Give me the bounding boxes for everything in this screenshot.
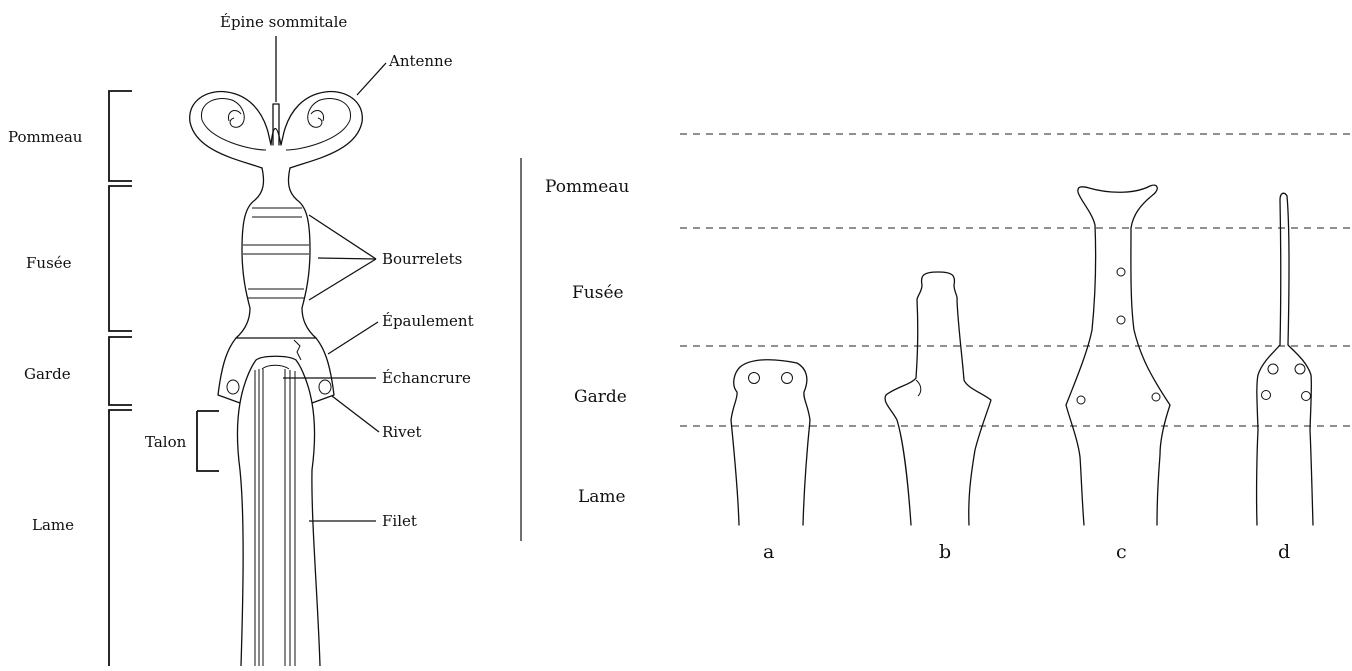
type-label-c: c (1116, 541, 1127, 563)
grip-outline (235, 167, 317, 339)
callout-epaulement: Épaulement (382, 312, 474, 330)
callout-rivet: Rivet (382, 423, 421, 441)
bracket-fusee (108, 185, 132, 332)
hilt-type-b: b (884, 271, 992, 563)
rivet-d-2 (1294, 363, 1306, 375)
callout-antenne: Antenne (388, 52, 453, 70)
rivet-right (318, 379, 332, 395)
rivet-d-1 (1267, 363, 1279, 375)
right-figure: Pommeau Fusée Garde Lame a b c (545, 133, 1352, 563)
leader-bourrelets-3 (308, 258, 377, 301)
epine-sommitale-shape (272, 103, 280, 146)
zone-label-fusee: Fusée (26, 254, 72, 272)
rivet-c-2 (1116, 315, 1126, 325)
zone-label-pommeau-right: Pommeau (545, 177, 629, 197)
rivet-c-4 (1151, 392, 1161, 402)
rivet-c-3 (1076, 395, 1086, 405)
rivet-d-3 (1261, 390, 1271, 400)
zone-label-garde-right: Garde (574, 387, 627, 407)
leader-rivet (331, 395, 380, 433)
guard-outline (217, 337, 335, 404)
hilt-type-d: d (1255, 192, 1314, 563)
rivet-a-right (781, 372, 793, 384)
type-label-a: a (763, 541, 774, 563)
callout-bourrelets: Bourrelets (382, 250, 462, 268)
type-label-d: d (1278, 541, 1290, 563)
type-label-b: b (939, 541, 951, 563)
bracket-lame (108, 409, 132, 666)
hilt-type-a: a (730, 359, 811, 563)
rivet-a-left (748, 372, 760, 384)
zone-label-garde: Garde (24, 365, 71, 383)
bracket-garde (108, 336, 132, 406)
pommel-outline (189, 90, 363, 169)
grip-ridges (243, 207, 309, 299)
hilt-type-c: c (1065, 184, 1171, 563)
callout-echancrure: Échancrure (382, 369, 471, 387)
zone-label-pommeau: Pommeau (8, 128, 83, 146)
zone-label-lame: Lame (32, 516, 74, 534)
callout-epine-sommitale: Épine sommitale (220, 13, 347, 31)
fillet-groove (261, 364, 290, 370)
blade-fillets (254, 369, 296, 666)
zone-label-talon: Talon (145, 433, 187, 451)
leader-bourrelets-2 (317, 257, 377, 260)
rivet-c-1 (1116, 267, 1126, 277)
rivet-d-4 (1301, 391, 1311, 401)
pommel-scroll-left (200, 98, 267, 151)
leader-epaulement (327, 321, 379, 355)
left-figure: Pommeau Fusée Garde Talon Lame (8, 13, 474, 667)
zone-label-lame-right: Lame (578, 487, 626, 507)
pommel-scroll-right (285, 98, 352, 151)
zone-label-fusee-right: Fusée (572, 283, 624, 303)
bracket-talon (196, 410, 219, 472)
rivet-left (226, 379, 240, 395)
leader-antenne (356, 62, 387, 96)
callout-filet: Filet (382, 512, 417, 530)
blade-outline (236, 402, 321, 667)
bracket-pommeau (108, 90, 132, 182)
leader-bourrelets-1 (308, 214, 377, 260)
sword-antennae-drawing (189, 90, 363, 667)
